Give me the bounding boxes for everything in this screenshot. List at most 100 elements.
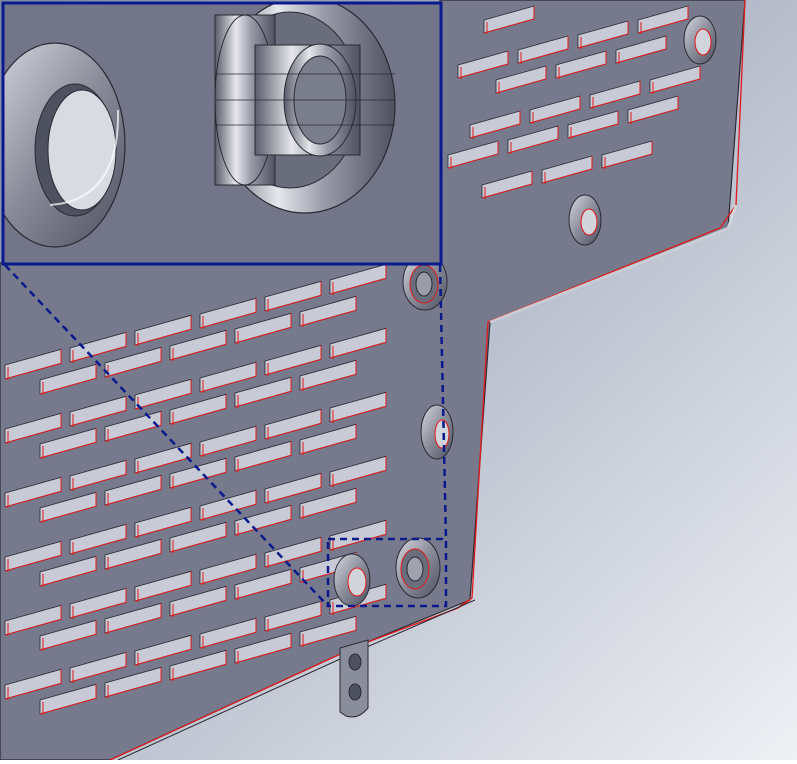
vent-slot bbox=[4, 540, 62, 572]
detail-hole bbox=[3, 42, 126, 248]
standoff-upper[interactable] bbox=[402, 253, 448, 311]
vent-slot bbox=[329, 455, 387, 487]
vent-slot bbox=[169, 649, 227, 681]
vent-slot bbox=[234, 504, 292, 536]
vent-slot bbox=[4, 668, 62, 700]
vent-slot bbox=[134, 570, 192, 602]
vent-slot bbox=[69, 395, 127, 427]
vent-slot bbox=[134, 442, 192, 474]
vent-slot bbox=[577, 20, 629, 49]
detail-view-border bbox=[1, 1, 443, 266]
vent-slot-grid bbox=[4, 5, 701, 715]
detail-leader-left bbox=[4, 264, 329, 607]
mounting-tab[interactable] bbox=[339, 639, 369, 718]
vent-slot bbox=[264, 600, 322, 632]
vent-slot bbox=[627, 95, 679, 124]
vent-slot bbox=[329, 519, 387, 551]
vent-slot bbox=[104, 538, 162, 570]
vent-slot bbox=[69, 523, 127, 555]
vent-slot bbox=[69, 331, 127, 363]
vent-slot bbox=[104, 474, 162, 506]
vent-slot bbox=[169, 457, 227, 489]
vent-slot bbox=[329, 391, 387, 423]
detail-view-inset[interactable] bbox=[0, 0, 443, 266]
vent-slot bbox=[234, 312, 292, 344]
vent-slot bbox=[601, 140, 653, 169]
vent-slot bbox=[69, 459, 127, 491]
vent-slot bbox=[329, 263, 387, 295]
vent-slot bbox=[529, 95, 581, 124]
vent-slot bbox=[299, 359, 357, 391]
vent-slot bbox=[541, 155, 593, 184]
vent-slot bbox=[134, 506, 192, 538]
vent-slot bbox=[69, 587, 127, 619]
vent-slot bbox=[39, 555, 97, 587]
vent-slot bbox=[234, 632, 292, 664]
detail-region-box[interactable] bbox=[326, 537, 448, 608]
vent-slot bbox=[447, 140, 499, 169]
vent-slot bbox=[555, 50, 607, 79]
vent-slot bbox=[39, 427, 97, 459]
vent-slot bbox=[264, 408, 322, 440]
vent-slot bbox=[39, 683, 97, 715]
detail-callout[interactable] bbox=[4, 264, 448, 608]
vent-slot bbox=[495, 65, 547, 94]
vent-slot bbox=[517, 35, 569, 64]
vent-slot bbox=[4, 348, 62, 380]
hole-bottom-left[interactable] bbox=[333, 553, 371, 607]
hole-right-mid[interactable] bbox=[568, 194, 602, 246]
vent-slot bbox=[615, 35, 667, 64]
mount-holes bbox=[333, 15, 717, 607]
plate-edge-highlight bbox=[459, 0, 746, 607]
vent-slot bbox=[39, 491, 97, 523]
vent-slot bbox=[69, 651, 127, 683]
vent-slot bbox=[104, 410, 162, 442]
vent-slot bbox=[4, 476, 62, 508]
vent-slot bbox=[299, 615, 357, 647]
vent-slot bbox=[637, 5, 689, 34]
vent-slot bbox=[507, 125, 559, 154]
vent-slot bbox=[649, 65, 701, 94]
vent-slot bbox=[469, 110, 521, 139]
vent-slot bbox=[329, 327, 387, 359]
vent-slot bbox=[234, 568, 292, 600]
vent-slot bbox=[264, 536, 322, 568]
vent-slot bbox=[4, 412, 62, 444]
vent-slot bbox=[234, 440, 292, 472]
vent-slot bbox=[134, 314, 192, 346]
hole-top-right[interactable] bbox=[683, 15, 717, 65]
vent-slot bbox=[264, 472, 322, 504]
vent-slot bbox=[483, 5, 535, 34]
vent-slot bbox=[169, 393, 227, 425]
vent-slot bbox=[199, 425, 257, 457]
detail-leader-right bbox=[438, 264, 448, 540]
standoff-lower[interactable] bbox=[395, 537, 441, 599]
vent-slot bbox=[4, 604, 62, 636]
vent-slot bbox=[104, 602, 162, 634]
vent-slot bbox=[39, 363, 97, 395]
vent-slot bbox=[299, 487, 357, 519]
vent-slot bbox=[199, 617, 257, 649]
vent-slot bbox=[299, 295, 357, 327]
vent-slot bbox=[199, 553, 257, 585]
vent-slot bbox=[199, 361, 257, 393]
vent-slot bbox=[567, 110, 619, 139]
vent-slot bbox=[234, 376, 292, 408]
vent-slot bbox=[134, 634, 192, 666]
vent-slot bbox=[589, 80, 641, 109]
hole-right-lower[interactable] bbox=[420, 404, 454, 460]
vent-slot bbox=[199, 297, 257, 329]
vent-slot bbox=[169, 585, 227, 617]
detail-standoff bbox=[214, 3, 396, 214]
vent-slot bbox=[481, 170, 533, 199]
vent-slot bbox=[134, 378, 192, 410]
vent-slot bbox=[104, 666, 162, 698]
vent-slot bbox=[299, 423, 357, 455]
vent-slot bbox=[264, 280, 322, 312]
vent-slot bbox=[264, 344, 322, 376]
vent-slot bbox=[199, 489, 257, 521]
vent-slot bbox=[169, 329, 227, 361]
vent-slot bbox=[457, 50, 509, 79]
